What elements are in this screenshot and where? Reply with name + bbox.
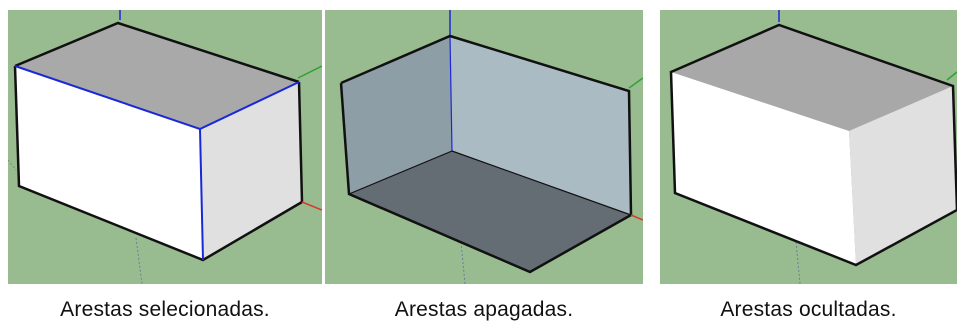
selected-edge-side-top[interactable]: [199, 81, 300, 130]
green-axis: [297, 65, 322, 79]
caption-erased-edges: Arestas apagadas.: [394, 298, 574, 321]
blue-axis-hidden: [795, 241, 801, 284]
axis-edge-vertical: [449, 35, 453, 152]
green-axis: [628, 77, 643, 89]
box-side-face[interactable]: [849, 86, 957, 265]
box-top-face[interactable]: [671, 25, 953, 131]
edge-outline[interactable]: [669, 23, 957, 267]
viewport-hidden-edges[interactable]: [660, 10, 957, 284]
caption-hidden-edges: Arestas ocultadas.: [720, 298, 897, 321]
edge-outline-top[interactable]: [14, 21, 300, 84]
viewport-selected-edges[interactable]: [8, 10, 322, 284]
box-front-face[interactable]: [671, 72, 856, 265]
scene-selected-edges: [8, 10, 322, 284]
edge-floor-back[interactable]: [451, 150, 632, 216]
back-face-right[interactable]: [450, 36, 631, 215]
scene-hidden-edges: [660, 10, 957, 284]
blue-axis-hidden: [460, 241, 466, 284]
viewport-erased-edges[interactable]: [325, 10, 643, 284]
floor-face[interactable]: [349, 151, 631, 272]
green-axis: [946, 71, 957, 81]
red-axis: [301, 201, 322, 211]
box-top-face[interactable]: [15, 23, 299, 129]
caption-selected-edges: Arestas selecionadas.: [60, 298, 270, 321]
red-axis: [630, 214, 643, 221]
selected-edge-front-top[interactable]: [14, 65, 201, 130]
selected-edge-vertical[interactable]: [199, 128, 204, 261]
back-face-left[interactable]: [341, 36, 452, 194]
edge-floor-left[interactable]: [348, 150, 453, 195]
scene-erased-edges: [325, 10, 643, 284]
